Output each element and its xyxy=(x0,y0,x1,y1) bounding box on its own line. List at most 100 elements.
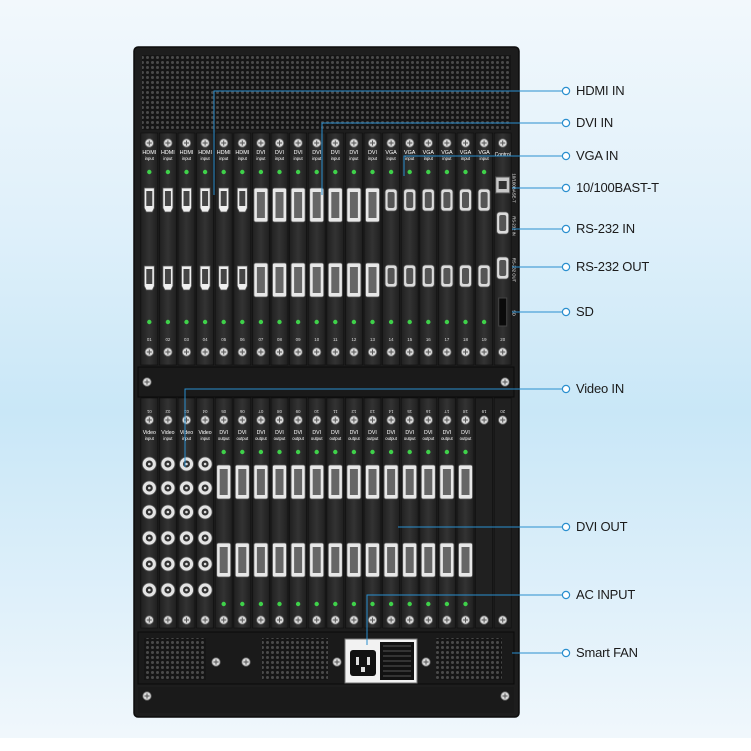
card-screw xyxy=(200,138,210,148)
vga-port-pins xyxy=(387,268,395,284)
bnc-port xyxy=(141,556,157,572)
callout-label-rs232-in: RS-232 IN xyxy=(576,221,635,236)
card-sub-label: input xyxy=(219,156,229,161)
status-led xyxy=(463,449,468,455)
ac-pin xyxy=(356,657,359,665)
card-screw xyxy=(163,615,173,625)
card-screw xyxy=(237,615,247,625)
status-led xyxy=(370,601,375,607)
callout-marker xyxy=(561,183,571,193)
card-sub-label: output xyxy=(329,436,341,441)
dvi-port-pins xyxy=(349,267,358,293)
card-type-label: DVI xyxy=(331,430,340,436)
bnc-port xyxy=(160,504,176,520)
hdmi-port-slot xyxy=(146,191,153,206)
callout-ac-input xyxy=(366,590,571,645)
status-led xyxy=(221,601,226,607)
status-led xyxy=(463,319,468,325)
card-screw xyxy=(423,347,433,357)
callout-marker xyxy=(561,648,571,658)
card-sub-label: output xyxy=(311,436,323,441)
status-led xyxy=(388,169,394,175)
card-sub-label: input xyxy=(145,436,155,441)
status-led xyxy=(184,319,189,325)
hdmi-port-slot xyxy=(164,191,171,206)
bnc-port xyxy=(160,582,176,598)
card-sub-label: input xyxy=(238,156,248,161)
control-label: Control xyxy=(495,152,511,158)
vga-port-pins xyxy=(406,192,414,208)
callout-marker xyxy=(561,86,571,96)
status-led xyxy=(165,319,171,325)
hdmi-port-slot xyxy=(202,191,209,206)
card-screw xyxy=(460,615,471,625)
card-number: 04 xyxy=(202,409,207,414)
vga-port-pins xyxy=(480,192,488,208)
bnc-port xyxy=(197,504,213,520)
card-screw xyxy=(367,415,378,425)
card-sub-label: input xyxy=(349,156,359,161)
card-screw xyxy=(144,138,154,148)
card-screw xyxy=(219,347,229,357)
card-sub-label: output xyxy=(255,436,267,441)
bnc-port xyxy=(141,456,157,472)
card-number: 09 xyxy=(295,409,300,414)
card-number: 17 xyxy=(444,337,449,342)
card-type-label: Video xyxy=(199,430,212,436)
callout-label-video-in: Video IN xyxy=(576,381,625,396)
card-sub-label: input xyxy=(405,156,415,161)
callout-marker xyxy=(561,224,571,234)
status-led xyxy=(314,319,319,325)
card-screw xyxy=(349,415,359,425)
card-screw xyxy=(312,615,322,625)
card-type-label: DVI xyxy=(312,150,321,156)
callout-marker xyxy=(561,118,571,128)
bnc-port xyxy=(179,456,194,472)
dvi-port-pins xyxy=(219,469,228,495)
status-led xyxy=(463,601,468,607)
card-sub-label: output xyxy=(441,436,453,441)
status-led xyxy=(351,449,357,455)
vga-port-pins xyxy=(443,192,451,208)
callout-label-vga-in: VGA IN xyxy=(576,148,619,163)
card-type-label: DVI xyxy=(257,430,266,436)
psu-screw xyxy=(421,657,431,667)
status-led xyxy=(184,169,189,175)
ac-inlet-socket xyxy=(350,650,376,676)
card-screw xyxy=(219,138,229,148)
dvi-port-pins xyxy=(294,267,303,293)
card-number: 18 xyxy=(463,409,468,414)
card-screw xyxy=(181,138,192,148)
card-number: 10 xyxy=(314,409,319,414)
card-screw xyxy=(219,615,229,625)
card-number: 18 xyxy=(463,337,468,342)
card-screw xyxy=(386,415,396,425)
dvi-port-pins xyxy=(256,192,265,218)
status-led xyxy=(295,601,301,607)
card-type-label: DVI xyxy=(275,150,284,156)
status-led xyxy=(444,601,450,607)
card-screw xyxy=(144,347,154,357)
card-number: 19 xyxy=(482,337,487,342)
callout-label-smart-fan: Smart FAN xyxy=(576,645,638,660)
dvi-port-pins xyxy=(312,192,321,218)
vga-port-pins xyxy=(462,192,469,208)
dvi-port-pins xyxy=(275,267,284,293)
card-screw xyxy=(386,615,396,625)
status-led xyxy=(388,319,394,325)
card-screw xyxy=(144,615,154,625)
card-screw xyxy=(256,347,266,357)
status-led xyxy=(277,601,282,607)
bottom-rail xyxy=(138,687,514,713)
bnc-port xyxy=(141,480,157,496)
card-screw xyxy=(349,138,359,148)
card-sub-label: input xyxy=(163,156,173,161)
lower-card-20: 20 xyxy=(493,397,512,629)
status-led xyxy=(314,601,319,607)
card-type-label: DVI xyxy=(349,150,358,156)
dvi-port-pins xyxy=(312,267,321,293)
